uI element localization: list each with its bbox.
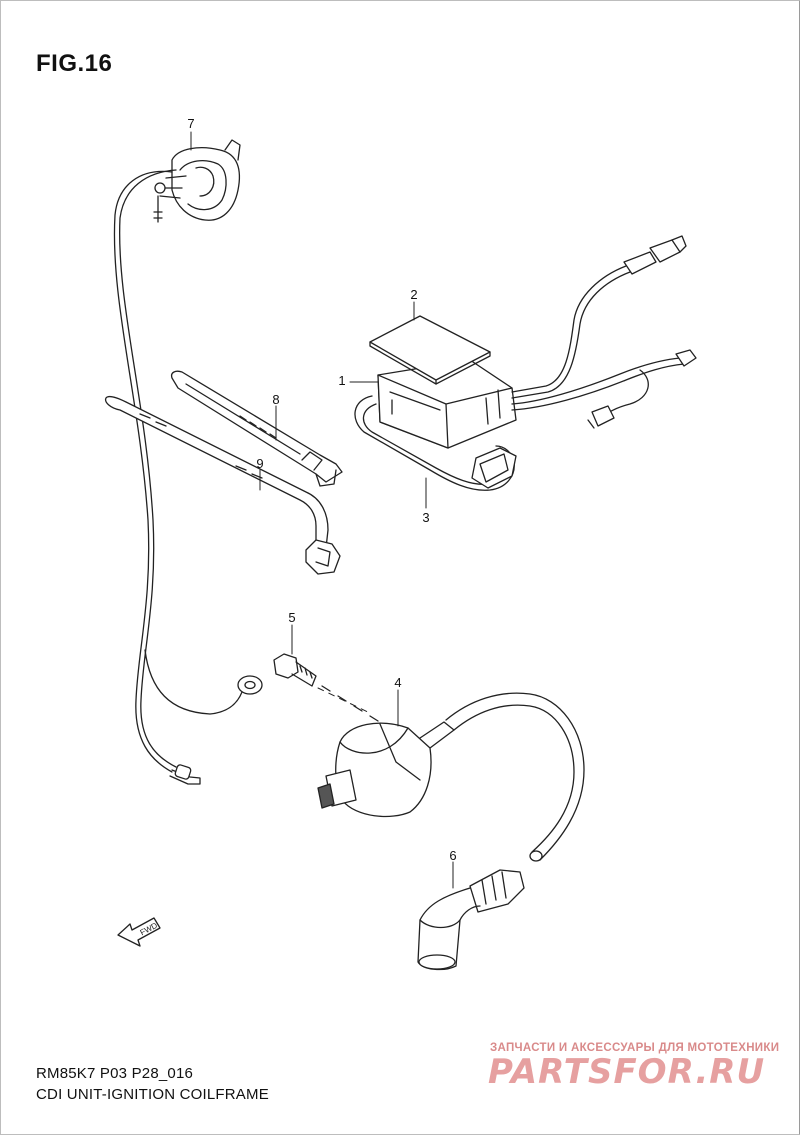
part-8-clamp-strap [170,370,343,487]
callout-6: 6 [449,848,457,863]
part-9-clamp-tie [104,395,341,575]
callout-4: 4 [394,675,402,690]
forward-direction-arrow-icon: FWD [117,917,161,947]
part-5-bolt [273,653,379,722]
callout-9: 9 [256,456,264,471]
part-4-ignition-coil [317,692,585,862]
watermark-tagline: ЗАПЧАСТИ И АКСЕССУАРЫ ДЛЯ МОТОТЕХНИКИ [490,1042,780,1054]
part-6-plug-cap [417,869,525,971]
callout-3: 3 [422,510,430,525]
part-2-cdi-pad [369,315,491,385]
watermark-brand: PARTSFOR.RU [488,1052,766,1092]
callout-5: 5 [288,610,296,625]
part-7-generator-coil [113,139,263,785]
callout-8: 8 [272,392,280,407]
callout-2: 2 [410,287,418,302]
callout-7: 7 [187,116,195,131]
part-3-cdi-cushion [354,395,517,491]
figure-title: FIG.16 [36,50,113,77]
callout-1: 1 [338,373,346,388]
model-code: RM85K7 P03 P28_016 [36,1065,194,1082]
section-description: CDI UNIT-IGNITION COILFRAME [36,1086,269,1103]
part-1-cdi-unit [377,235,697,449]
